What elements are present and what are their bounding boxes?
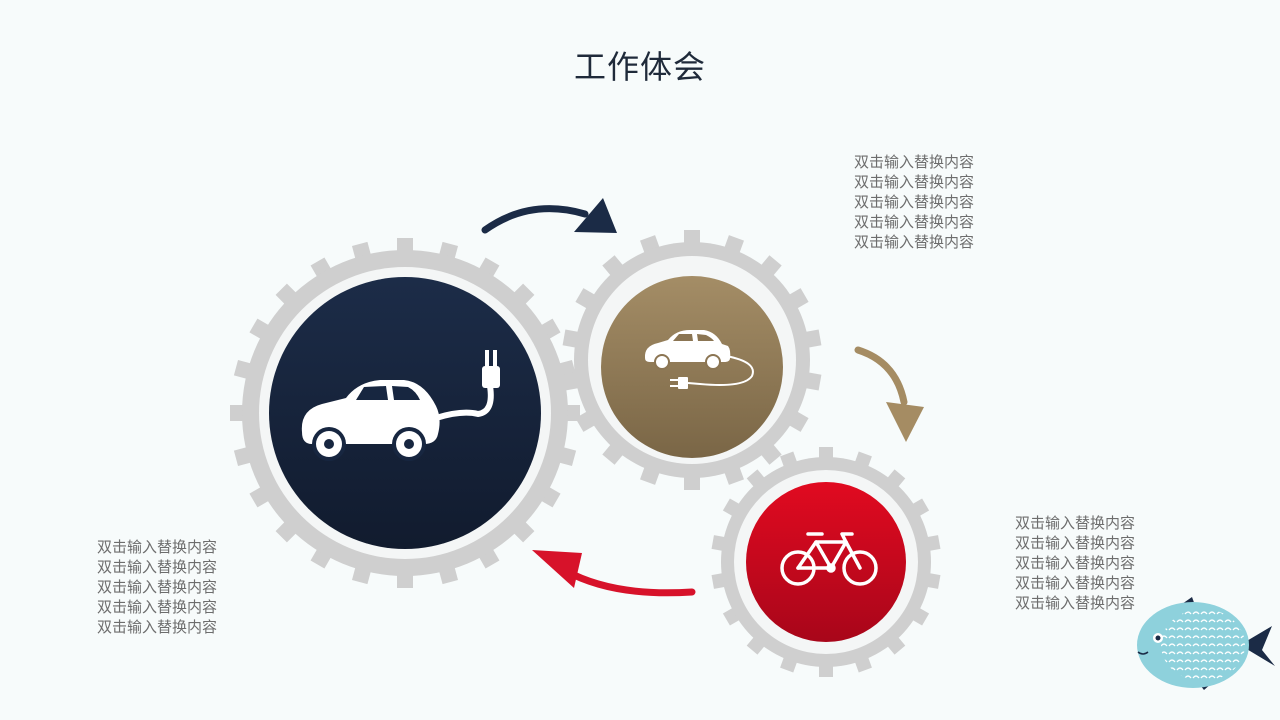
- gear-tooth: [562, 329, 580, 348]
- gear-tooth: [760, 443, 782, 465]
- gear-tooth: [746, 469, 766, 488]
- slide-title: 工作体会: [573, 48, 706, 86]
- gear-large-teeth: [230, 238, 580, 588]
- text-line: 双击输入替换内容: [1015, 554, 1136, 572]
- gear-tooth: [746, 636, 766, 655]
- text-line: 双击输入替换内容: [854, 173, 975, 191]
- gear-tooth: [911, 498, 930, 517]
- text-line: 双击输入替换内容: [1015, 594, 1136, 612]
- arrow-navy-icon: [481, 198, 617, 234]
- gear-tooth: [819, 447, 833, 459]
- gear-tooth: [513, 283, 535, 305]
- gear-tooth: [602, 443, 624, 465]
- text-block-right: 双击输入替换内容 双击输入替换内容 双击输入替换内容 双击输入替换内容 双击输入…: [1015, 513, 1135, 613]
- gear-tooth: [684, 230, 700, 244]
- gear-tooth: [275, 521, 297, 543]
- gear-tooth: [819, 665, 833, 677]
- gear-tooth: [886, 636, 906, 655]
- text-line: 双击输入替换内容: [97, 558, 218, 576]
- gear-tooth: [722, 498, 741, 517]
- gear-tooth: [760, 255, 782, 277]
- text-line: 双击输入替换内容: [97, 598, 218, 616]
- gear-large: [230, 238, 580, 588]
- arrow-tan-icon: [854, 346, 924, 442]
- gear-tooth: [562, 372, 580, 391]
- text-line: 双击输入替换内容: [97, 578, 218, 596]
- fish-icon: [1137, 597, 1275, 690]
- gear-tooth: [230, 405, 244, 421]
- text-block-left: 双击输入替换内容 双击输入替换内容 双击输入替换内容 双击输入替换内容 双击输入…: [97, 537, 217, 637]
- text-line: 双击输入替换内容: [854, 233, 975, 251]
- gear-tooth: [513, 521, 535, 543]
- text-block-top-right: 双击输入替换内容 双击输入替换内容 双击输入替换内容 双击输入替换内容 双击输入…: [854, 152, 974, 252]
- gear-tooth: [804, 372, 822, 391]
- electric-car-plug-icon: [301, 350, 500, 461]
- gear-tooth: [566, 405, 580, 421]
- arrow-red-icon: [532, 550, 696, 597]
- gear-tooth: [275, 283, 297, 305]
- car-charging-cable-icon: [644, 330, 754, 389]
- text-line: 双击输入替换内容: [1015, 534, 1136, 552]
- text-line: 双击输入替换内容: [854, 213, 975, 231]
- gear-small-teeth: [711, 447, 941, 677]
- gear-tooth: [722, 607, 741, 626]
- gear-tooth: [886, 469, 906, 488]
- gear-small: [711, 447, 941, 677]
- gear-tooth: [397, 238, 413, 252]
- text-line: 双击输入替换内容: [854, 193, 975, 211]
- gear-tooth: [804, 329, 822, 348]
- text-line: 双击输入替换内容: [97, 538, 218, 556]
- text-line: 双击输入替换内容: [1015, 574, 1136, 592]
- gear-medium: [562, 230, 822, 490]
- text-line: 双击输入替换内容: [1015, 514, 1136, 532]
- gear-tooth: [397, 574, 413, 588]
- bicycle-icon: [780, 532, 878, 586]
- gear-tooth: [602, 255, 624, 277]
- text-line: 双击输入替换内容: [854, 153, 975, 171]
- text-line: 双击输入替换内容: [97, 618, 218, 636]
- gear-tooth: [911, 607, 930, 626]
- gear-tooth: [684, 476, 700, 490]
